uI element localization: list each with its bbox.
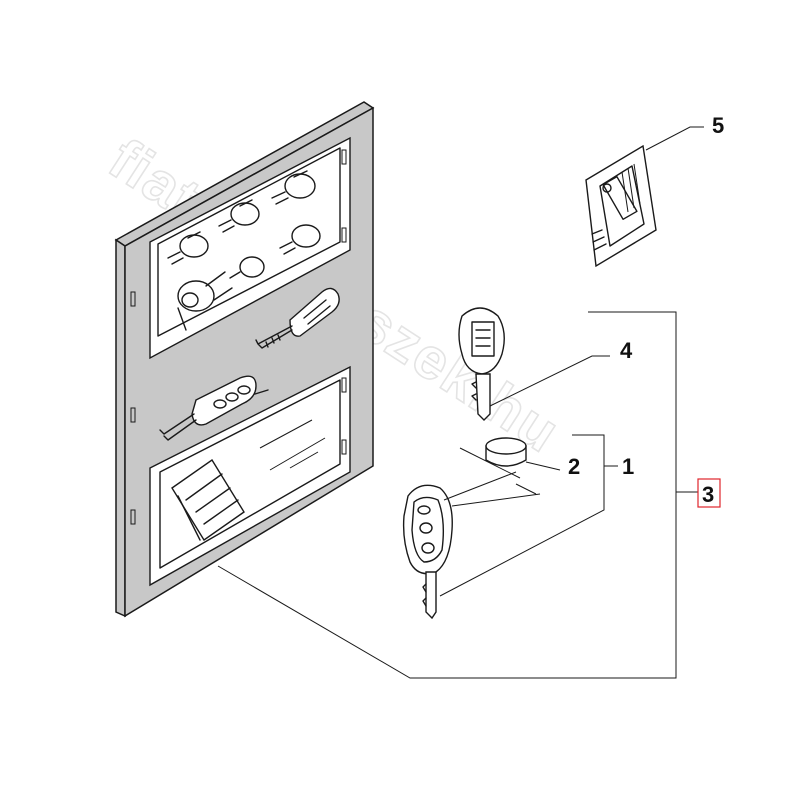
code-card (585, 126, 704, 268)
callout-3: 3 (702, 482, 714, 507)
display-key-icon (255, 287, 340, 349)
lock-cylinder-icon (167, 170, 321, 331)
display-remote-key-icon (159, 375, 269, 441)
key (458, 307, 610, 421)
callout-3-highlight (697, 478, 721, 508)
key-display-board (114, 101, 375, 618)
board-slots (130, 149, 347, 525)
callout-2: 2 (568, 454, 580, 479)
bracket-3 (217, 311, 698, 679)
callout-5: 5 (712, 113, 724, 138)
battery (485, 437, 561, 471)
display-code-card-icon (171, 459, 245, 541)
bracket-1-2 (439, 434, 618, 597)
callout-1: 1 (622, 454, 634, 479)
remote-key (402, 447, 541, 620)
callout-4: 4 (620, 338, 633, 363)
